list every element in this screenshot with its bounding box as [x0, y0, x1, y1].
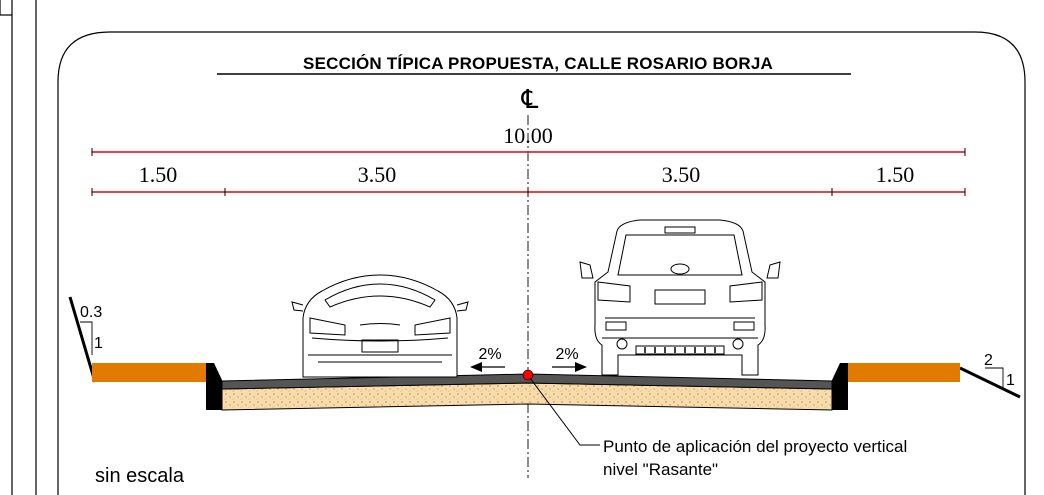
dim-right-lane: 3.50	[662, 162, 701, 187]
left-sidewalk	[92, 363, 206, 382]
left-talud: 0.3 1	[68, 296, 103, 383]
right-curb	[832, 363, 848, 410]
dim-right-sidewalk: 1.50	[876, 162, 915, 187]
section-title: SECCIÓN TÍPICA PROPUESTA, CALLE ROSARIO …	[303, 54, 773, 73]
annotation-line-1: Punto de aplicación del proyecto vertica…	[603, 437, 907, 456]
right-sidewalk	[848, 363, 960, 382]
annotation-line-2: nivel "Rasante"	[603, 460, 718, 479]
suv-rear-icon	[579, 219, 781, 376]
right-talud: 2 1	[959, 352, 1021, 399]
car-front-icon	[291, 274, 469, 378]
left-talud-v: 1	[94, 335, 103, 352]
total-dimension-line	[91, 148, 966, 156]
dim-left-lane: 3.50	[358, 162, 397, 187]
left-talud-h: 0.3	[80, 304, 102, 321]
centerline-symbol: ℄	[521, 85, 539, 114]
right-crossfall-arrow	[552, 362, 587, 372]
right-crossfall-label: 2%	[555, 346, 578, 363]
annotation-leader	[529, 377, 600, 446]
control-point-marker	[522, 369, 534, 381]
total-width-label: 10.00	[503, 123, 553, 148]
left-crossfall-arrow	[470, 362, 505, 372]
partial-dimension-line	[91, 188, 966, 196]
drawing-border	[57, 31, 1026, 495]
scale-note: sin escala	[95, 465, 185, 487]
sheet-frame	[0, 0, 37, 495]
right-talud-h: 2	[984, 352, 993, 369]
left-curb	[206, 363, 222, 410]
dim-left-sidewalk: 1.50	[139, 162, 178, 187]
right-talud-v: 1	[1006, 372, 1015, 389]
left-crossfall-label: 2%	[478, 346, 501, 363]
